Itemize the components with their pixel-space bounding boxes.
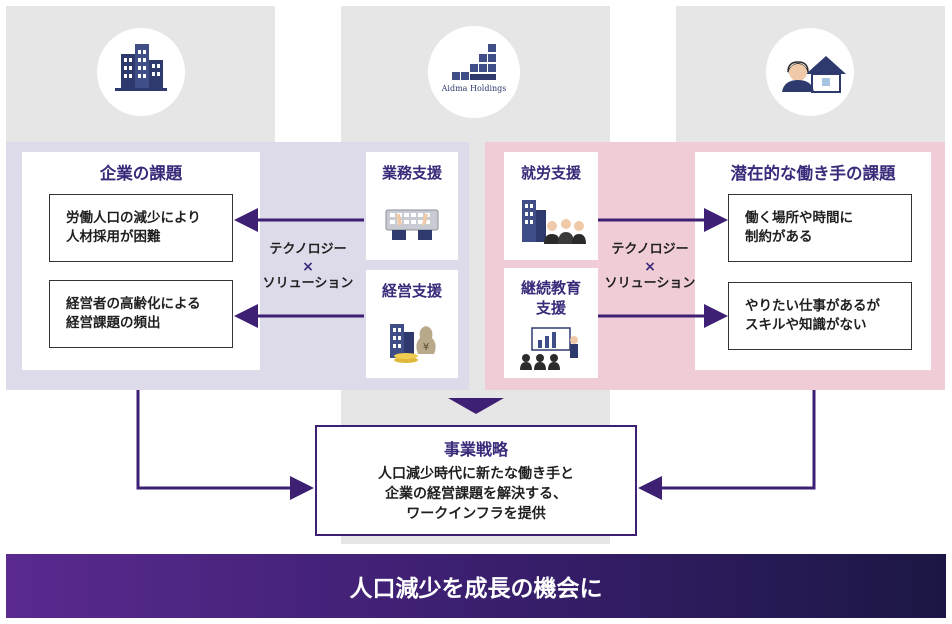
arrow-head xyxy=(234,208,258,232)
connector-line: テクノロジー xyxy=(611,242,689,257)
business-strategy-box: 事業戦略 人口減少時代に新たな働き手と 企業の経営課題を解決する、 ワークインフ… xyxy=(315,425,637,536)
banner-text: 人口減少を成長の機会に xyxy=(349,576,603,602)
arrow-head xyxy=(234,304,258,328)
connector-label-right: テクノロジー × ソリューション xyxy=(592,241,708,293)
connector-line: ソリューション xyxy=(604,276,696,291)
service-box-business: 業務支援 xyxy=(366,152,458,260)
service-label-line: 継続教育 xyxy=(520,279,581,297)
strategy-line: 企業の経営課題を解決する、 xyxy=(385,486,567,502)
worker-issues-title: 潜在的な働き手の課題 xyxy=(730,164,896,183)
headset-worker-home-icon xyxy=(782,56,846,93)
issue-line: 経営課題の頻出 xyxy=(66,315,161,331)
connector-cross: × xyxy=(644,259,656,275)
connector-line: ソリューション xyxy=(262,276,354,291)
aidma-logo-text: Aidma Holdings xyxy=(441,84,507,93)
service-box-education: 継続教育 支援 xyxy=(504,268,598,378)
strategy-line: 人口減少時代に新たな働き手と xyxy=(378,466,574,482)
arrow-head xyxy=(704,304,728,328)
service-label: 業務支援 xyxy=(381,164,442,182)
connector-label-left: テクノロジー × ソリューション xyxy=(250,241,366,293)
arrow-head xyxy=(638,476,662,500)
company-icon-circle xyxy=(97,28,185,116)
worker-issue-box: やりたい仕事があるが スキルや知識がない xyxy=(728,282,912,350)
bottom-banner: 人口減少を成長の機会に xyxy=(6,554,946,618)
arrow-line xyxy=(136,390,292,490)
worker-issue-box: 働く場所や時間に 制約がある xyxy=(728,194,912,262)
strategy-title: 事業戦略 xyxy=(443,440,508,459)
issue-line: 経営者の高齢化による xyxy=(66,296,201,312)
service-label: 経営支援 xyxy=(381,282,442,300)
keyboard-hands-icon xyxy=(385,209,439,240)
arrow-head xyxy=(290,476,314,500)
building-workers-icon xyxy=(522,200,586,244)
issue-line: 制約がある xyxy=(745,229,813,245)
connector-line: テクノロジー xyxy=(269,242,347,257)
down-triangle xyxy=(448,398,504,414)
strategy-text: 人口減少時代に新たな働き手と 企業の経営課題を解決する、 ワークインフラを提供 xyxy=(317,464,635,524)
aidma-logo-circle: Aidma Holdings xyxy=(428,26,520,118)
presentation-audience-icon xyxy=(520,327,578,370)
arrow-line xyxy=(660,390,816,490)
building-money-icon: ¥ xyxy=(390,324,436,363)
service-box-employment: 就労支援 xyxy=(504,152,598,260)
issue-line: スキルや知識がない xyxy=(745,317,867,333)
issue-line: 労働人口の減少により xyxy=(66,210,201,226)
company-issue-box: 労働人口の減少により 人材採用が困難 xyxy=(49,194,233,262)
service-label: 就労支援 xyxy=(520,164,581,182)
company-issues-title: 企業の課題 xyxy=(99,164,183,183)
connector-cross: × xyxy=(302,259,314,275)
service-label-line: 支援 xyxy=(535,299,566,317)
office-building-icon xyxy=(115,44,167,91)
arrow-head xyxy=(704,208,728,232)
issue-line: 人材採用が困難 xyxy=(66,229,161,245)
company-issue-box: 経営者の高齢化による 経営課題の頻出 xyxy=(49,280,233,348)
issue-line: やりたい仕事があるが xyxy=(745,298,880,314)
service-box-management: 経営支援 ¥ xyxy=(366,270,458,378)
strategy-line: ワークインフラを提供 xyxy=(406,506,546,522)
worker-icon-circle xyxy=(766,28,854,116)
aidma-logo-icon xyxy=(452,44,496,80)
service-label: 継続教育 支援 xyxy=(504,278,598,318)
issue-line: 働く場所や時間に xyxy=(745,210,853,226)
svg-text:¥: ¥ xyxy=(423,342,429,353)
